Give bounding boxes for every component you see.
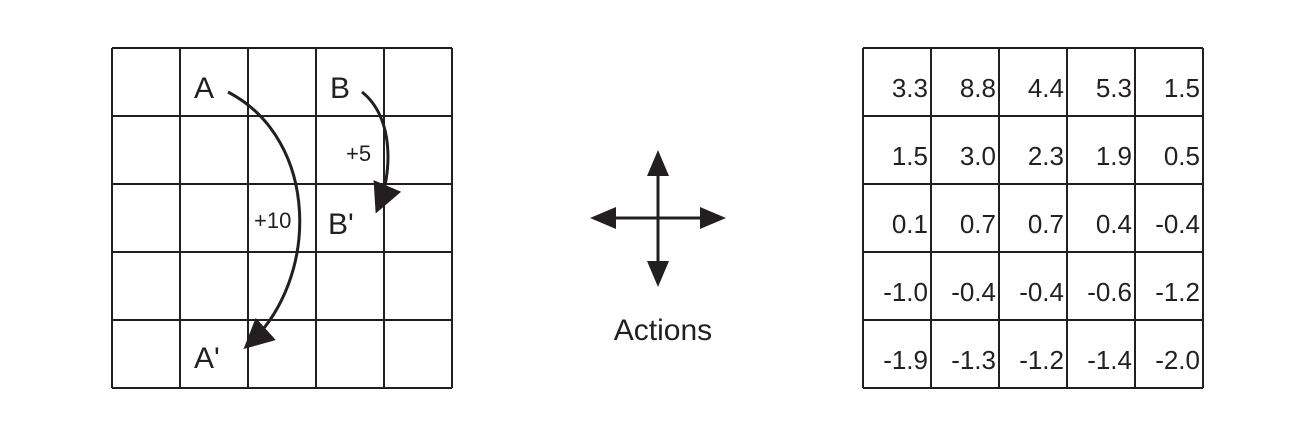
arrow-down-icon [647,261,669,287]
value-cell: 3.3 [892,73,928,103]
value-cell: 4.4 [1028,73,1064,103]
actions-compass: Actions [590,150,726,347]
reward-b-label: +5 [346,141,371,166]
value-cell: 0.7 [1028,209,1064,239]
teleport-arrow-a [227,90,302,350]
value-table-lines [862,47,1204,389]
state-b-prime-label: B' [328,208,354,241]
value-cell: -0.4 [951,277,996,307]
value-cell: 5.3 [1096,73,1132,103]
value-cell: -0.6 [1087,277,1132,307]
value-cell: 3.0 [960,141,996,171]
gridworld-grid: A B B' A' +10 +5 [111,47,453,389]
teleport-arrow-b [361,90,402,214]
state-a-label: A [194,72,214,105]
actions-label: Actions [614,314,712,347]
value-cell: -1.0 [883,277,928,307]
value-cell: 1.5 [1164,73,1200,103]
value-cell: -1.9 [883,345,928,375]
value-cell: 1.9 [1096,141,1132,171]
value-cell: -2.0 [1155,345,1200,375]
value-table: 3.3 8.8 4.4 5.3 1.5 1.5 3.0 2.3 1.9 0.5 0.1 0.7 0.7 0… [862,47,1204,389]
state-b-label: B [330,72,350,105]
value-cell: -1.4 [1087,345,1132,375]
value-cell: -0.4 [1019,277,1064,307]
value-cell: -1.2 [1155,277,1200,307]
value-cell: -1.3 [951,345,996,375]
value-cells: 3.3 8.8 4.4 5.3 1.5 1.5 3.0 2.3 1.9 0.5 0.1 0.7 0.7 0… [883,73,1200,375]
value-cell: 1.5 [892,141,928,171]
gridworld-lines [111,47,453,389]
value-cell: 8.8 [960,73,996,103]
arrow-right-icon [700,207,726,229]
value-cell: -1.2 [1019,345,1064,375]
value-cell: 2.3 [1028,141,1064,171]
arrow-left-icon [590,207,616,229]
value-cell: 0.7 [960,209,996,239]
value-cell: 0.5 [1164,141,1200,171]
value-cell: 0.4 [1096,209,1132,239]
arrow-up-icon [647,150,669,176]
state-a-prime-label: A' [194,342,220,375]
value-cell: 0.1 [892,209,928,239]
reward-a-label: +10 [254,208,291,233]
value-cell: -0.4 [1155,209,1200,239]
